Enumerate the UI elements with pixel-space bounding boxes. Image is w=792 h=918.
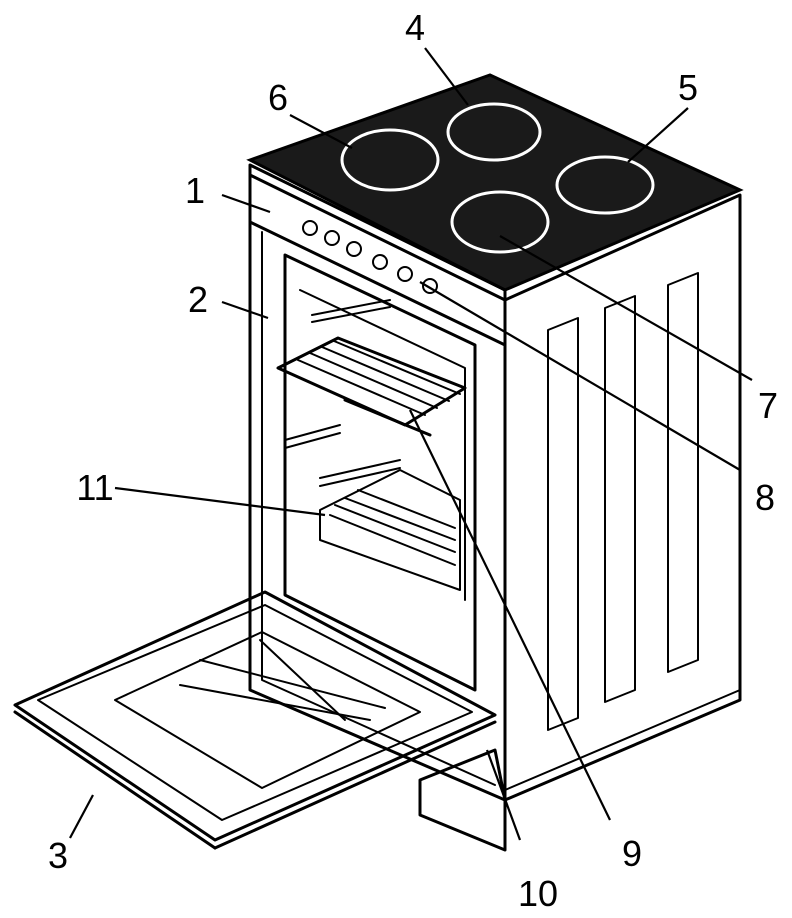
leader-4	[424, 47, 469, 106]
callout-10: 10	[518, 873, 558, 914]
leader-lines	[69, 47, 753, 841]
callout-2: 2	[188, 279, 208, 320]
leader-1	[221, 193, 271, 214]
leader-8	[419, 281, 741, 471]
callout-6: 6	[268, 77, 288, 118]
callout-3: 3	[48, 835, 68, 876]
leader-2	[221, 300, 269, 320]
hotplate-4	[446, 102, 542, 162]
hotplate-5	[555, 155, 655, 215]
oven-cavity	[283, 253, 477, 692]
hotplate-6	[340, 128, 440, 192]
callout-labels: 1 2 3 4 5 6 7 8 9 10 11	[48, 7, 778, 914]
callout-7: 7	[758, 385, 778, 426]
callout-4: 4	[405, 7, 425, 48]
oven-shelf	[276, 336, 467, 437]
callout-9: 9	[622, 833, 642, 874]
control-panel	[248, 163, 507, 347]
hob-top	[246, 73, 744, 292]
callout-8: 8	[755, 477, 775, 518]
baking-tray	[319, 469, 461, 591]
leader-5	[627, 107, 689, 163]
leader-11	[114, 486, 326, 517]
leader-9	[409, 409, 611, 821]
leader-6	[289, 114, 353, 149]
side-panel	[503, 193, 742, 802]
control-knobs	[302, 220, 438, 294]
plinth	[418, 748, 507, 852]
oven-door	[13, 590, 497, 850]
leader-3	[69, 794, 94, 839]
hotplate-7	[450, 190, 550, 254]
leader-10	[485, 749, 522, 841]
callout-11: 11	[76, 467, 113, 508]
callout-5: 5	[678, 67, 698, 108]
leader-7	[499, 235, 753, 381]
callout-1: 1	[185, 170, 205, 211]
